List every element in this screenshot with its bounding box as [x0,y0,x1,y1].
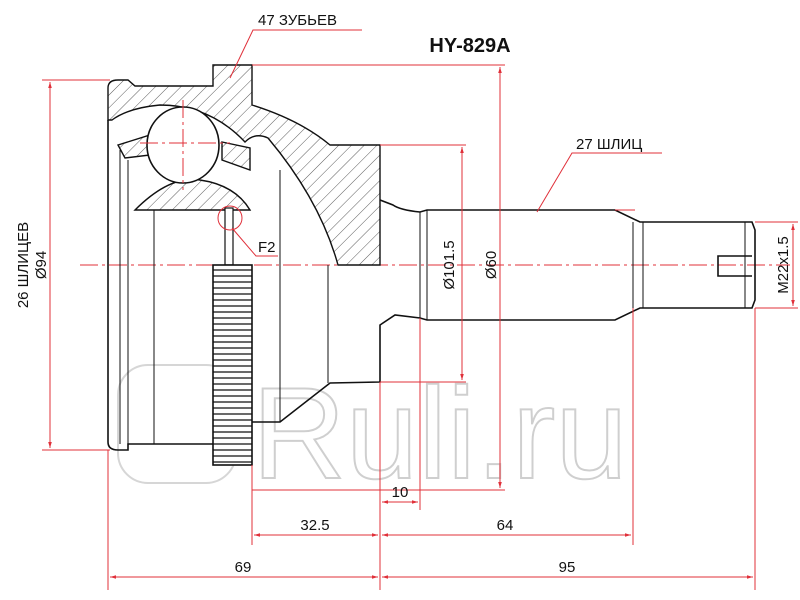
dim-body-diameter: Ø60 [483,251,500,279]
thread-slot [717,255,752,277]
f2-label: F2 [258,239,276,256]
dim-64: 64 [497,517,514,534]
watermark: Ruli.ru [117,359,629,507]
splines-outer-label: 27 ШЛИЦ [576,136,642,153]
dim-outer-diameter: Ø94 [33,251,50,279]
dimension-lines [42,29,798,590]
inner-race [133,178,252,211]
dim-thread: M22x1.5 [775,236,792,294]
dim-32-5: 32.5 [300,517,329,534]
cage-right [221,141,251,171]
dim-69: 69 [235,559,252,576]
cage [116,134,151,159]
dim-95: 95 [559,559,576,576]
splines-inner-label: 26 ШЛИЦЕВ [15,222,32,308]
housing-section [107,64,381,266]
dim-10: 10 [392,484,409,501]
part-number-title: HY-829A [429,35,510,57]
svg-text:Ruli.ru: Ruli.ru [252,360,628,506]
abs-ring [212,264,253,466]
dim-abs-diameter: Ø101.5 [441,240,458,289]
teeth-label: 47 ЗУБЬЕВ [258,12,337,29]
circlip [224,207,234,266]
